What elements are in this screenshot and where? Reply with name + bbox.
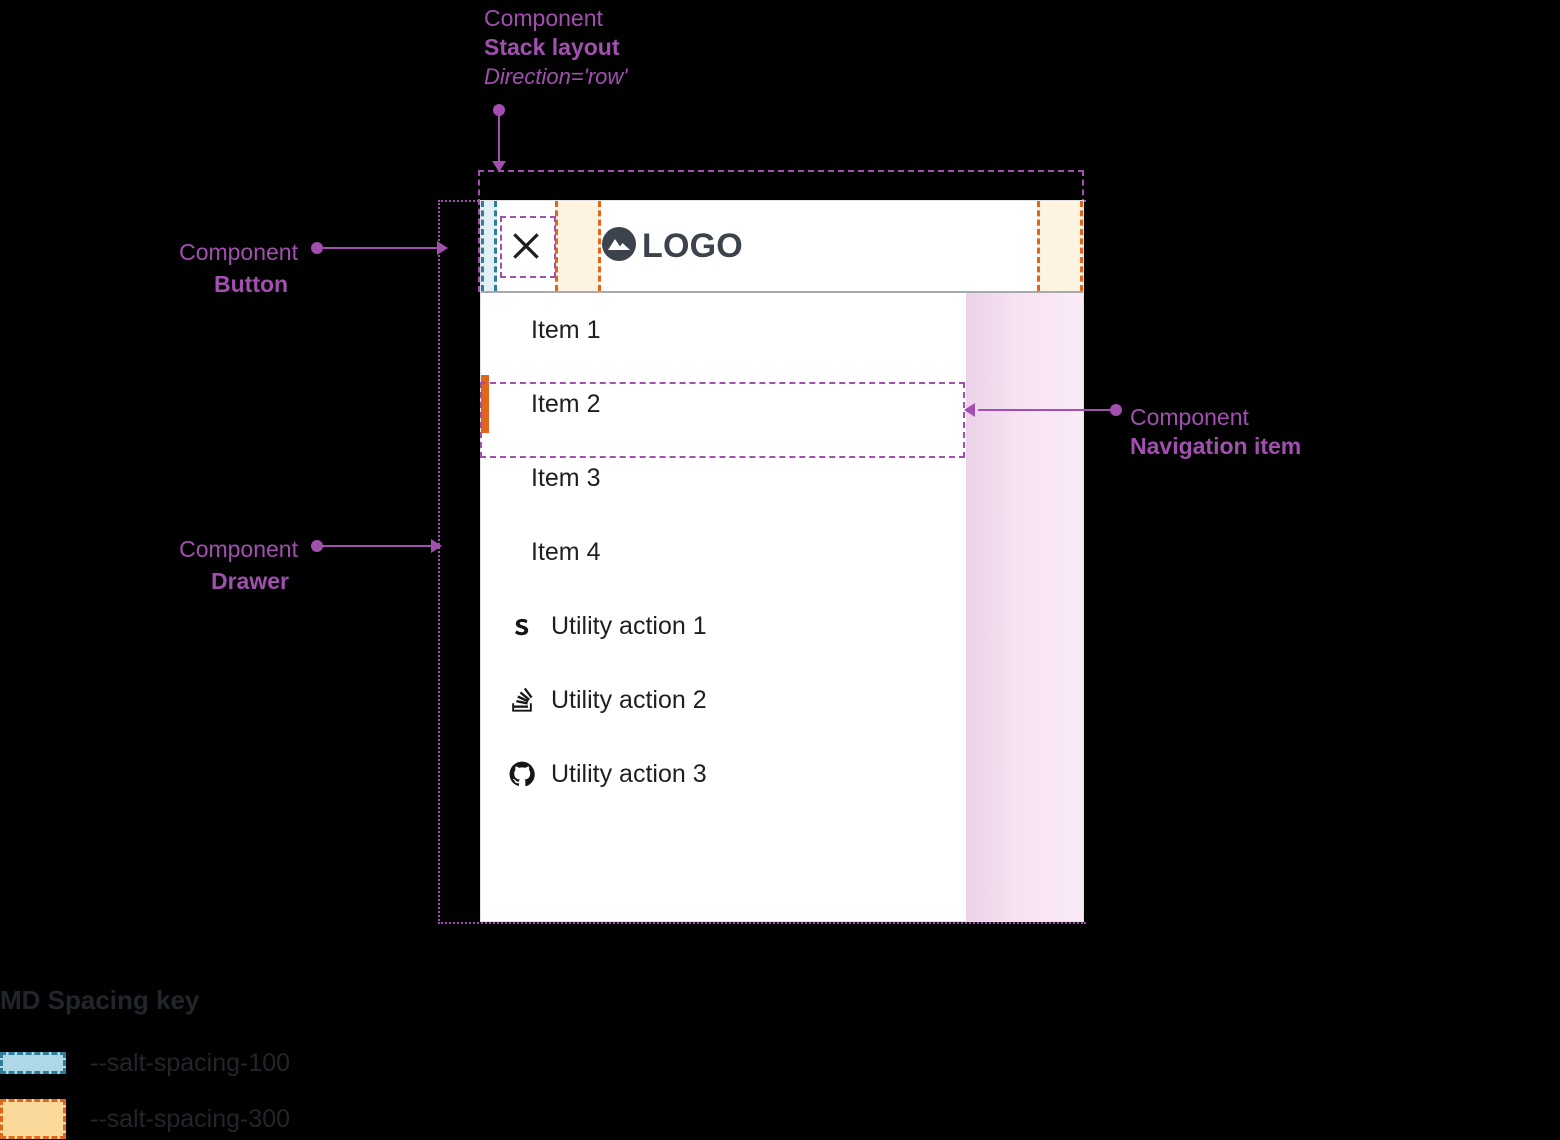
annotation-button-name: Button bbox=[214, 271, 289, 297]
connector-arrow-stack-layout bbox=[492, 161, 506, 172]
logo-group: LOGO bbox=[601, 226, 1037, 267]
github-icon bbox=[509, 761, 535, 787]
annotation-button: Component bbox=[168, 238, 298, 267]
utility-action-label: Utility action 2 bbox=[551, 685, 707, 714]
connector-line-drawer bbox=[317, 545, 439, 547]
spacing-300-swatch-right bbox=[1037, 201, 1083, 291]
drawer-body: Item 1 Item 2 Item 3 Item 4 Utility acti… bbox=[481, 293, 1083, 921]
annotation-drawer: Component bbox=[168, 535, 298, 564]
nav-item-label: Item 2 bbox=[531, 389, 601, 418]
spacing-key-row-100: --salt-spacing-100 bbox=[0, 1040, 520, 1086]
drawer-header: LOGO bbox=[481, 201, 1083, 293]
connector-arrow-button bbox=[437, 241, 448, 255]
spacing-100-label: --salt-spacing-100 bbox=[90, 1048, 291, 1077]
spacing-key-title: MD Spacing key bbox=[0, 985, 200, 1015]
annotation-navigation-item: Component Navigation item bbox=[1130, 403, 1301, 462]
annotation-drawer-kind: Component bbox=[179, 536, 298, 562]
spacing-key-row-300: --salt-spacing-300 bbox=[0, 1096, 520, 1140]
connector-dot-navigation-item bbox=[1110, 404, 1122, 416]
annotation-drawer-name: Drawer bbox=[211, 568, 289, 594]
utility-action-2[interactable]: Utility action 2 bbox=[481, 663, 1083, 737]
spacing-100-swatch-left bbox=[481, 201, 497, 291]
nav-item-label: Item 4 bbox=[531, 537, 601, 566]
spacing-100-swatch bbox=[0, 1052, 66, 1074]
logo-text: LOGO bbox=[642, 227, 743, 265]
annotation-button-kind: Component bbox=[179, 239, 298, 265]
annotation-navigation-item-kind: Component bbox=[1130, 404, 1249, 430]
close-icon bbox=[509, 229, 543, 263]
spacing-300-swatch bbox=[0, 1099, 66, 1139]
annotation-stack-layout-prop: Direction='row' bbox=[484, 63, 628, 89]
connector-line-navigation-item bbox=[978, 409, 1112, 411]
spacing-300-label: --salt-spacing-300 bbox=[90, 1104, 291, 1133]
connector-line-stack-layout bbox=[498, 110, 500, 163]
nav-item-1[interactable]: Item 1 bbox=[481, 293, 1083, 367]
utility-action-label: Utility action 1 bbox=[551, 611, 707, 640]
nav-item-4[interactable]: Item 4 bbox=[481, 515, 1083, 589]
close-button[interactable] bbox=[497, 215, 555, 277]
nav-item-label: Item 3 bbox=[531, 463, 601, 492]
annotation-stack-layout-kind: Component bbox=[484, 5, 603, 31]
drawer-panel: LOGO Item 1 Item 2 Item 3 Item 4 bbox=[480, 200, 1084, 922]
annotation-button-name-wrap: Button bbox=[214, 270, 288, 299]
utility-action-3[interactable]: Utility action 3 bbox=[481, 737, 1083, 811]
annotation-navigation-item-name: Navigation item bbox=[1130, 433, 1302, 460]
annotation-stack-layout: Component Stack layout Direction='row' bbox=[484, 4, 628, 91]
annotation-stack-layout-name: Stack layout bbox=[484, 34, 620, 61]
nav-item-2[interactable]: Item 2 bbox=[481, 367, 1083, 441]
connector-line-button bbox=[317, 247, 447, 249]
connector-arrow-drawer bbox=[431, 539, 442, 553]
nav-item-label: Item 1 bbox=[531, 315, 601, 344]
utility-action-1[interactable]: Utility action 1 bbox=[481, 589, 1083, 663]
nav-item-3[interactable]: Item 3 bbox=[481, 441, 1083, 515]
spacing-300-swatch-left bbox=[555, 201, 601, 291]
mountain-logo-icon bbox=[601, 226, 637, 267]
annotation-drawer-name-wrap: Drawer bbox=[211, 567, 289, 596]
utility-action-label: Utility action 3 bbox=[551, 759, 707, 788]
storybook-icon bbox=[509, 613, 535, 639]
stack-overflow-icon bbox=[509, 687, 535, 713]
spacing-key: MD Spacing key --salt-spacing-100 --salt… bbox=[0, 985, 520, 1140]
connector-arrow-navigation-item bbox=[964, 403, 975, 417]
